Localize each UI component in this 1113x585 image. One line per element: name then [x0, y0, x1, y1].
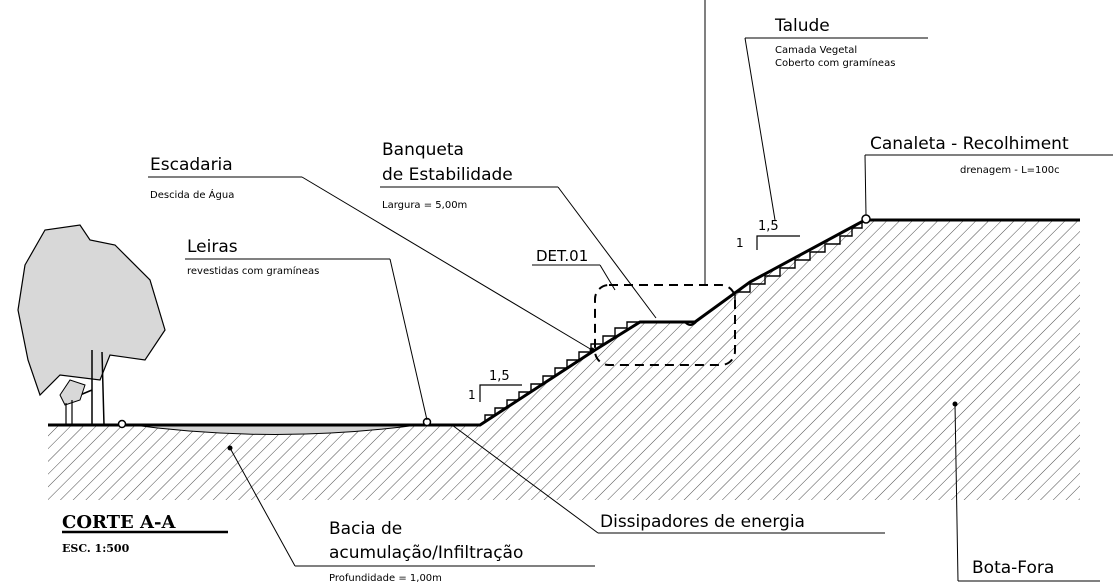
talude-title: Talude	[774, 16, 830, 36]
talude-sub2: Coberto com gramíneas	[775, 57, 895, 69]
bacia-title1: Bacia de	[329, 519, 402, 539]
canaleta-dot	[861, 214, 871, 224]
slope-upper-v: 1	[736, 236, 744, 250]
leader-dot-botafora	[952, 401, 958, 407]
ground-profile-line	[48, 218, 1080, 427]
slope-lower-v: 1	[468, 388, 476, 402]
leiras-sub: revestidas com gramíneas	[187, 265, 319, 277]
slope-indicator-upper	[756, 235, 800, 250]
canaleta-title: Canaleta - Recolhiment	[870, 134, 1069, 154]
canaleta-sub: drenagem - L=100c	[960, 165, 1060, 176]
slope-lower-h: 1,5	[489, 369, 510, 384]
corte-title: CORTE A-A	[62, 512, 176, 533]
banqueta-title2: de Estabilidade	[382, 165, 513, 185]
banqueta-channel	[684, 321, 697, 326]
slope-upper-h: 1,5	[758, 219, 779, 234]
basin-fill	[124, 423, 426, 435]
leiras-bump-left	[117, 419, 127, 429]
leader-lines	[148, 0, 1113, 582]
det-detail-box	[594, 284, 736, 366]
bacia-title2: acumulação/Infiltração	[329, 543, 523, 563]
bacia-sub: Profundidade = 1,00m	[329, 573, 442, 584]
staircase-upper	[734, 222, 863, 300]
dissipadores-label: Dissipadores de energia	[600, 512, 805, 532]
banqueta-title1: Banqueta	[382, 140, 464, 160]
escadaria-title: Escadaria	[150, 155, 233, 175]
talude-sub1: Camada Vegetal	[775, 45, 857, 56]
tree-icon	[17, 224, 166, 426]
leiras-title: Leiras	[187, 237, 238, 257]
corte-scale: ESC. 1:500	[62, 542, 130, 555]
det-label: DET.01	[536, 247, 588, 265]
botafora-label: Bota-Fora	[972, 558, 1054, 578]
slope-indicator-lower	[479, 384, 522, 402]
leader-dot-escadaria	[589, 347, 595, 353]
banqueta-sub: Largura = 5,00m	[382, 200, 467, 211]
escadaria-sub: Descida de Água	[150, 188, 234, 201]
staircase-lower	[484, 321, 640, 423]
leader-dot-bacia	[227, 445, 233, 451]
